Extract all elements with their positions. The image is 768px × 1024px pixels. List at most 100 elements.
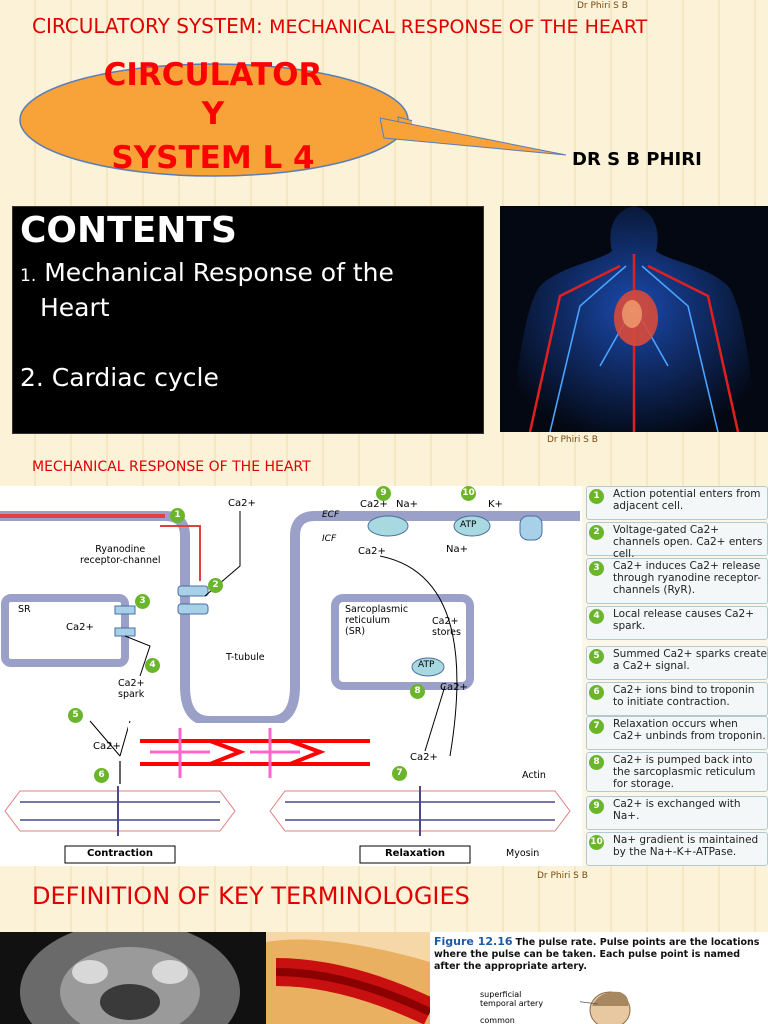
ca-top-label: Ca2+	[228, 498, 256, 509]
ca-signal-label: Ca2+	[93, 741, 121, 752]
slide-title: Dr Phiri S B CIRCULATORY SYSTEM: MECHANI…	[0, 0, 768, 434]
icf-label: ICF	[322, 534, 337, 544]
figure-label: Figure 12.16	[434, 935, 513, 948]
contraction-label: Contraction	[87, 848, 153, 859]
na-inner-label: Na+	[446, 544, 468, 555]
na-pump-label: Na+	[396, 499, 418, 510]
step-item: 7 Relaxation occurs when Ca2+ unbinds fro…	[586, 716, 768, 750]
relaxation-label: Relaxation	[384, 848, 446, 859]
contents-title: CONTENTS	[20, 210, 237, 251]
artery-cross-section-image	[266, 932, 430, 1024]
ec-coupling-figure: Ca2+ ECF ICF Ca2+ Na+ Na+ K+ ATP Ca2+ Ry…	[0, 486, 768, 866]
watermark: Dr Phiri S B	[537, 871, 588, 881]
mri-scan-image	[0, 932, 266, 1024]
contents-item-1: 1. Mechanical Response of the	[20, 258, 394, 287]
ec-coupling-diagram	[0, 511, 580, 864]
balloon-line2: Y	[201, 96, 225, 132]
callout-pointer	[380, 117, 567, 156]
step-number: 8	[589, 755, 604, 770]
slide-title: MECHANICAL RESPONSE OF THE HEART	[32, 459, 311, 475]
diagram-step-10: 10	[461, 486, 476, 501]
step-text: Ca2+ ions bind to troponin to initiate c…	[613, 684, 755, 708]
step-number: 3	[589, 561, 604, 576]
slide-heading: CIRCULATORY SYSTEM: MECHANICAL RESPONSE …	[32, 14, 647, 38]
atp-membrane-label: ATP	[460, 520, 477, 530]
ca-pump-label: Ca2+	[360, 499, 388, 510]
watermark: Dr Phiri S B	[577, 1, 628, 11]
sarcomere-illustration	[140, 739, 370, 766]
label-superficial-temporal-artery: superficial temporal artery	[480, 990, 544, 1008]
step-item: 3 Ca2+ induces Ca2+ release through ryano…	[586, 558, 768, 604]
step-item: 2 Voltage-gated Ca2+ channels open. Ca2+ …	[586, 522, 768, 560]
step-number: 4	[589, 609, 604, 624]
step-text: Ca2+ induces Ca2+ release through ryanod…	[613, 560, 762, 596]
step-text: Ca2+ is exchanged with Na+.	[613, 798, 741, 822]
figure-caption: The pulse rate. Pulse points are the loc…	[434, 937, 760, 972]
diagram-step-1: 1	[170, 508, 185, 523]
diagram-step-3: 3	[135, 594, 150, 609]
actin-label: Actin	[522, 770, 546, 781]
item1-line2: Heart	[40, 293, 110, 322]
step-number: 5	[589, 649, 604, 664]
slide-mechanical-response: Dr Phiri S B MECHANICAL RESPONSE OF THE …	[0, 434, 768, 866]
step-text: Relaxation occurs when Ca2+ unbinds from…	[613, 718, 766, 742]
balloon-line1: CIRCULATOR	[103, 57, 323, 93]
diagram-step-7: 7	[392, 766, 407, 781]
atp-sr-label: ATP	[418, 660, 435, 670]
diagram-step-6: 6	[94, 768, 109, 783]
t-tubule-label: T-tubule	[226, 652, 265, 663]
step-item: 8 Ca2+ is pumped back into the sarcoplasm…	[586, 752, 768, 792]
step-text: Voltage-gated Ca2+ channels open. Ca2+ e…	[613, 524, 763, 560]
step-number: 9	[589, 799, 604, 814]
ca-released-label: Ca2+	[410, 752, 438, 763]
step-item: 1 Action potential enters from adjacent c…	[586, 486, 768, 520]
step-text: Action potential enters from adjacent ce…	[613, 488, 761, 512]
ca-sr-label: Ca2+	[66, 622, 94, 633]
ecf-label: ECF	[322, 510, 340, 520]
step-text: Na+ gradient is maintained by the Na+-K+…	[613, 834, 759, 858]
slide-title: DEFINITION OF KEY TERMINOLOGIES	[32, 882, 470, 910]
step-number: 10	[589, 835, 604, 850]
ca-membrane-label: Ca2+	[358, 546, 386, 557]
step-item: 9 Ca2+ is exchanged with Na+.	[586, 796, 768, 830]
item1-number: 1.	[20, 266, 37, 286]
sarcomere-relaxation	[269, 786, 571, 836]
step-item: 6 Ca2+ ions bind to troponin to initiate …	[586, 682, 768, 716]
pulse-rate-figure: Figure 12.16 The pulse rate. Pulse point…	[430, 932, 768, 1024]
step-number: 1	[589, 489, 604, 504]
step-number: 2	[589, 525, 604, 540]
ca-spark-label: Ca2+ spark	[118, 678, 145, 700]
diagram-step-8: 8	[410, 684, 425, 699]
diagram-step-2: 2	[208, 578, 223, 593]
watermark: Dr Phiri S B	[547, 435, 598, 445]
myosin-label: Myosin	[506, 848, 540, 859]
item1-line1: Mechanical Response of the	[44, 258, 394, 287]
sr-label: SR	[18, 604, 31, 615]
step-text: Ca2+ is pumped back into the sarcoplasmi…	[613, 754, 756, 790]
heading-part2: MECHANICAL RESPONSE OF THE HEART	[269, 16, 648, 38]
diagram-step-9: 9	[376, 486, 391, 501]
heading-part1: CIRCULATORY SYSTEM:	[32, 14, 263, 38]
contents-item-2: 2. Cardiac cycle	[20, 363, 219, 392]
balloon-line3: SYSTEM L 4	[111, 140, 315, 176]
slide-definitions: Dr Phiri S B DEFINITION OF KEY TERMINOLO…	[0, 866, 768, 1024]
step-number: 7	[589, 719, 604, 734]
step-item: 10 Na+ gradient is maintained by the Na+-…	[586, 832, 768, 866]
step-item: 4 Local release causes Ca2+ spark.	[586, 606, 768, 640]
author-name: DR S B PHIRI	[572, 149, 702, 170]
contents-panel	[12, 206, 484, 434]
ryanodine-label: Ryanodine receptor-channel	[80, 544, 161, 566]
steps-panel: 1 Action potential enters from adjacent c…	[582, 486, 768, 866]
label-common: common	[480, 1016, 515, 1024]
step-text: Local release causes Ca2+ spark.	[613, 608, 755, 632]
sarcoplasmic-label: Sarcoplasmic reticulum (SR)	[345, 604, 409, 637]
k-label: K+	[488, 499, 503, 510]
ca-step8-label: Ca2+	[440, 682, 468, 693]
diagram-step-4: 4	[145, 658, 160, 673]
step-number: 6	[589, 685, 604, 700]
ca-stores-label: Ca2+ stores	[432, 616, 461, 638]
human-circulatory-system-image	[500, 206, 768, 432]
diagram-step-5: 5	[68, 708, 83, 723]
head-profile-illustration	[580, 991, 631, 1024]
